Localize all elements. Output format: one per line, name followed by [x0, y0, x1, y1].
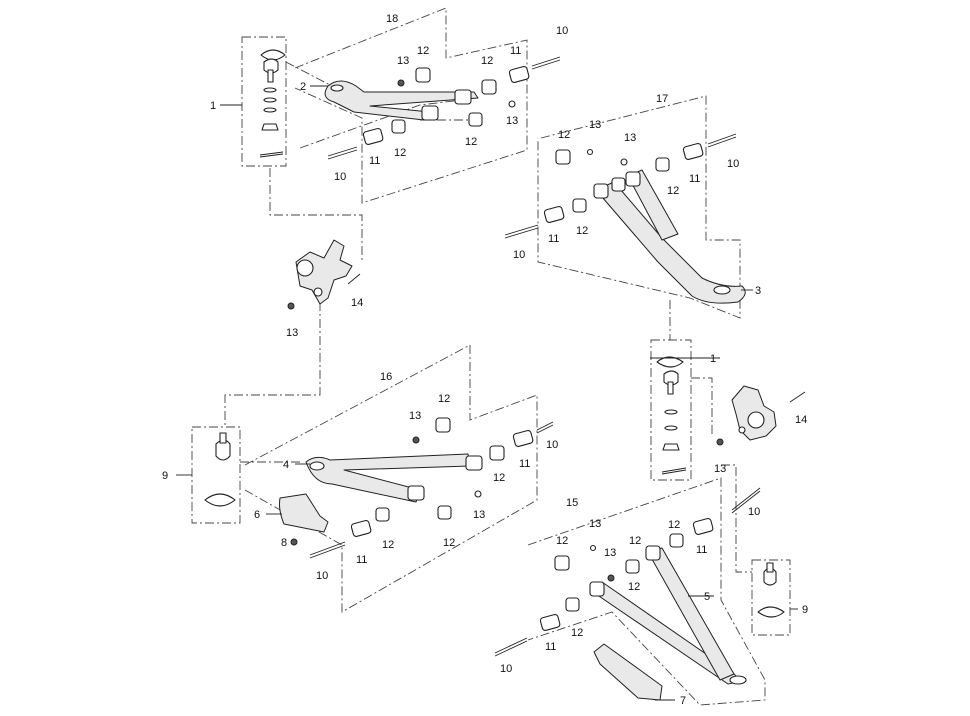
label-10-h: 10 — [500, 663, 512, 675]
skid-plate-right — [593, 643, 663, 701]
group-outline-16 — [244, 344, 538, 613]
label-11-c: 11 — [689, 173, 700, 185]
label-9-right: 9 — [802, 604, 808, 616]
label-10-c: 10 — [727, 158, 739, 170]
lower-left-a-arm — [305, 453, 483, 503]
label-13-b: 13 — [506, 115, 518, 127]
connector-path-d — [691, 377, 713, 436]
label-12-m: 12 — [629, 535, 641, 547]
callout-labels: 18 17 16 15 1 1 2 3 4 5 6 7 8 9 9 10 10 … — [162, 13, 808, 707]
label-13-g: 13 — [714, 463, 726, 475]
label-13-j: 13 — [604, 547, 616, 559]
label-7: 7 — [680, 695, 686, 707]
label-14-right: 14 — [795, 414, 807, 426]
label-13-i: 13 — [589, 518, 601, 530]
upper-right-a-arm — [593, 169, 746, 304]
label-6: 6 — [254, 509, 260, 521]
label-12-p: 12 — [628, 581, 640, 593]
group-outline-15 — [527, 477, 766, 706]
label-12-d: 12 — [465, 136, 477, 148]
ball-joint-right — [656, 356, 687, 475]
label-8: 8 — [281, 537, 287, 549]
connector-path-a — [269, 168, 363, 262]
connector-path-b — [224, 302, 321, 427]
steering-knuckle-right — [716, 385, 806, 446]
label-10-f: 10 — [316, 570, 328, 582]
label-13-c: 13 — [589, 119, 601, 131]
bushings-upper-right — [504, 133, 737, 239]
label-9-left: 9 — [162, 470, 168, 482]
ball-joint-lower-right — [757, 562, 785, 618]
lower-right-a-arm — [589, 545, 747, 685]
leader-lines — [176, 85, 798, 701]
label-3: 3 — [755, 285, 761, 297]
label-11-h: 11 — [545, 641, 556, 653]
ball-joint-upper-left — [259, 49, 286, 158]
label-11-a: 11 — [510, 45, 521, 57]
label-16: 16 — [380, 371, 392, 383]
group-outline-1a — [241, 36, 287, 167]
label-11-b: 11 — [369, 155, 380, 167]
label-2: 2 — [300, 81, 306, 93]
label-10-e: 10 — [546, 439, 558, 451]
label-12-o: 12 — [571, 627, 583, 639]
label-11-e: 11 — [519, 458, 530, 470]
steering-knuckle-left — [287, 239, 361, 310]
label-5: 5 — [704, 591, 710, 603]
ball-joint-lower-left — [204, 432, 236, 507]
label-12-c: 12 — [394, 147, 406, 159]
bushings-upper-left — [327, 56, 561, 160]
label-12-j: 12 — [443, 537, 455, 549]
label-12-h: 12 — [438, 393, 450, 405]
upper-left-a-arm — [324, 80, 479, 121]
label-13-d: 13 — [624, 132, 636, 144]
skid-plate-left — [279, 493, 329, 546]
label-17: 17 — [656, 93, 668, 105]
label-12-f: 12 — [667, 185, 679, 197]
label-10-d: 10 — [513, 249, 525, 261]
label-1-right: 1 — [710, 353, 716, 365]
label-14-left: 14 — [351, 297, 363, 309]
label-13-a: 13 — [397, 55, 409, 67]
group-outline-9b — [751, 559, 791, 636]
group-outline-18 — [294, 7, 528, 204]
group-outline-9a — [191, 426, 241, 524]
label-12-k: 12 — [382, 539, 394, 551]
connector-path-g — [285, 61, 331, 86]
group-outline-17 — [537, 95, 741, 319]
label-11-g: 11 — [696, 544, 707, 556]
connector-path-e — [721, 464, 752, 573]
label-11-f: 11 — [356, 554, 367, 566]
label-12-b: 12 — [481, 55, 493, 67]
label-12-i: 12 — [493, 472, 505, 484]
label-12-e: 12 — [558, 129, 570, 141]
label-12-l: 12 — [556, 535, 568, 547]
label-15: 15 — [566, 497, 578, 509]
label-13-f: 13 — [409, 410, 421, 422]
label-12-a: 12 — [417, 45, 429, 57]
label-12-n: 12 — [668, 519, 680, 531]
label-12-g: 12 — [576, 225, 588, 237]
label-13-e: 13 — [286, 327, 298, 339]
label-13-h: 13 — [473, 509, 485, 521]
label-10-a: 10 — [556, 25, 568, 37]
label-10-b: 10 — [334, 171, 346, 183]
bushings-lower-left — [309, 417, 554, 559]
label-4: 4 — [283, 459, 289, 471]
bushings-lower-right — [494, 487, 761, 657]
label-1-left: 1 — [210, 100, 216, 112]
label-18: 18 — [386, 13, 398, 25]
connector-path-h — [299, 99, 463, 149]
label-11-d: 11 — [548, 233, 559, 245]
group-outline-1b — [650, 339, 692, 481]
label-10-g: 10 — [748, 506, 760, 518]
